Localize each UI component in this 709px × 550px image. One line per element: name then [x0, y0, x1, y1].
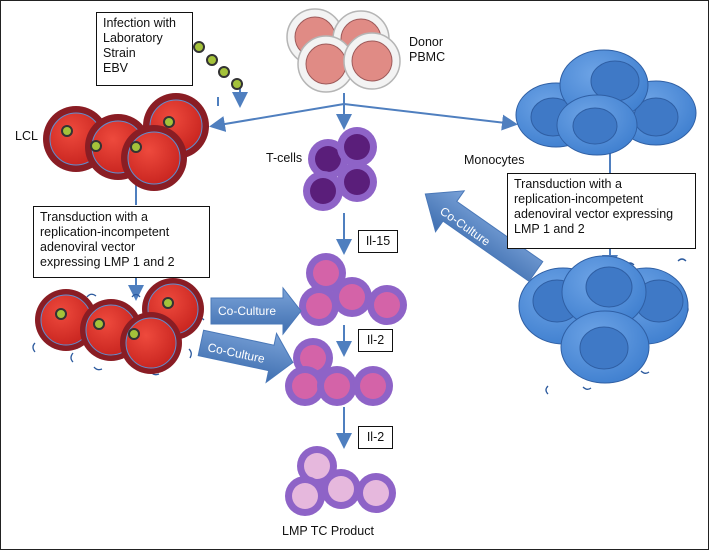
- donor-pbmc-cells: [286, 8, 401, 93]
- transduction-right-line-3: adenoviral vector expressing: [514, 207, 674, 221]
- lcl-cells: [43, 93, 209, 191]
- arrow-pbmc-to-lcl: [209, 103, 345, 132]
- lcl-label: LCL: [15, 129, 38, 143]
- transduction-right-line-2: replication-incompetent: [514, 192, 644, 206]
- transduction-right-line-4: LMP 1 and 2: [514, 222, 585, 236]
- lmp-tc-product-cells: [285, 446, 396, 516]
- infection-line-4: EBV: [103, 61, 129, 75]
- pbmc-nucleus-icon: [305, 43, 347, 85]
- monocytes: [515, 49, 697, 156]
- transduction-left-line-2: replication-incompetent: [40, 225, 170, 239]
- transduction-left-line-4: expressing LMP 1 and 2: [40, 255, 175, 269]
- donor-label: Donor: [409, 35, 444, 49]
- il2-box-first: Il-2: [358, 329, 393, 352]
- cultured-tcells-round1: [299, 253, 407, 326]
- pbmc-label: PBMC: [409, 50, 446, 64]
- transduction-right-line-1: Transduction with a: [514, 177, 622, 191]
- transduction-box-right: Transduction with a replication-incompet…: [507, 173, 696, 249]
- donor-pbmc-label: Donor PBMC: [409, 35, 445, 65]
- transduction-left-line-3: adenoviral vector: [40, 240, 136, 254]
- coculture-arrow-mid: [197, 329, 294, 384]
- arrow-pbmc-to-monocytes: [343, 103, 518, 131]
- ebv-virus-particles: [193, 41, 243, 90]
- pbmc-nucleus-icon: [351, 40, 393, 82]
- infection-line-2: Laboratory: [103, 31, 163, 45]
- cultured-tcells-round2: [285, 338, 393, 406]
- il15-box: Il-15: [358, 230, 398, 253]
- ebv-particle-icon: [193, 41, 205, 53]
- transduction-left-line-1: Transduction with a: [40, 210, 148, 224]
- ebv-particle-icon: [218, 66, 230, 78]
- tcells-label: T-cells: [266, 151, 303, 165]
- ebv-particle-icon: [206, 54, 218, 66]
- monocytes-transduced-bodies: [518, 255, 689, 384]
- infection-line-1: Infection with: [103, 16, 176, 30]
- lcl-transduced-bodies: [35, 278, 204, 374]
- monocytes-label: Monocytes: [464, 153, 525, 167]
- coculture-arrow-right: [424, 190, 544, 283]
- il2-box-second: Il-2: [358, 426, 393, 449]
- transduction-box-left: Transduction with a replication-incompet…: [33, 206, 210, 278]
- coculture-arrow-top: [210, 286, 302, 336]
- lmp-tc-product-label: LMP TC Product: [282, 524, 374, 538]
- ebv-particle-icon: [231, 78, 243, 90]
- infection-line-3: Strain: [103, 46, 136, 60]
- coculture-label-top: Co-Culture: [218, 304, 276, 318]
- t-cells: [303, 127, 377, 211]
- infection-box: Infection with Laboratory Strain EBV: [96, 12, 193, 86]
